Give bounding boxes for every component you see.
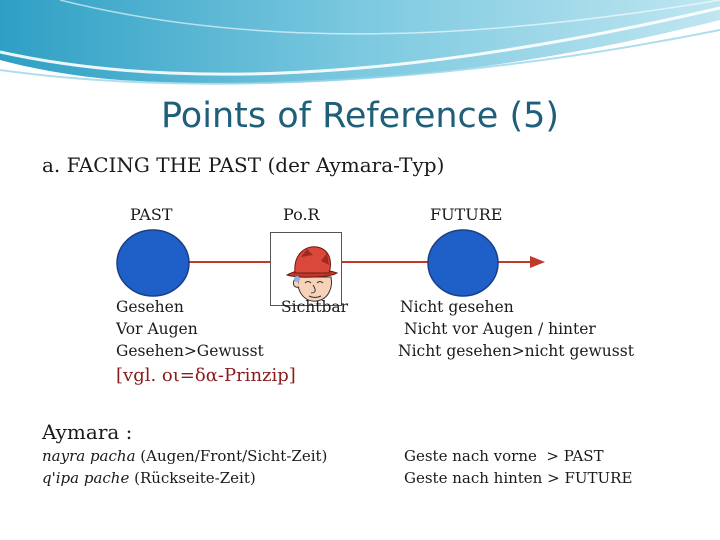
person-with-hat-icon [285,246,339,302]
future-description: Nicht gesehen Nicht vor Augen / hinter N… [398,296,634,362]
gesture-line: Geste nach vorne > PAST [404,447,604,465]
past-description: Gesehen Vor Augen Gesehen>Gewusst [116,296,264,362]
aymara-heading: Aymara : [42,420,133,444]
aymara-gestures: Geste nach vorne > PAST Geste nach hinte… [404,445,632,489]
comparison-note: [vgl. οι=δα-Prinzip] [116,365,296,386]
future-desc-line: Nicht gesehen [400,298,514,316]
aymara-term: q'ipa pache [42,469,130,487]
timeline-arrowhead [530,256,545,268]
future-desc-line: Nicht vor Augen / hinter [404,320,596,338]
page-title: Points of Reference (5) [160,96,560,136]
section-heading: a. FACING THE PAST (der Aymara-Typ) [42,153,445,177]
future-circle [427,229,499,297]
past-desc-line: Vor Augen [116,320,198,338]
future-desc-line: Nicht gesehen>nicht gewusst [398,342,634,360]
aymara-term-row: nayra pacha (Augen/Front/Sicht-Zeit) [42,445,327,467]
past-circle [116,229,190,297]
aymara-term: nayra pacha [42,447,136,465]
decorative-banner [0,0,720,85]
past-desc-line: Gesehen [116,298,184,316]
point-of-reference-figure [270,232,342,306]
aymara-gloss: (Augen/Front/Sicht-Zeit) [135,447,328,465]
past-desc-line: Gesehen>Gewusst [116,342,264,360]
por-description: Sichtbar [281,298,349,316]
aymara-terms: nayra pacha (Augen/Front/Sicht-Zeit) q'i… [42,445,327,489]
por-label: Po.R [283,205,320,224]
aymara-term-row: q'ipa pache (Rückseite-Zeit) [42,467,327,489]
aymara-gloss: (Rückseite-Zeit) [129,469,256,487]
gesture-line: Geste nach hinten > FUTURE [404,469,633,487]
past-label: PAST [130,205,173,224]
future-label: FUTURE [430,205,503,224]
